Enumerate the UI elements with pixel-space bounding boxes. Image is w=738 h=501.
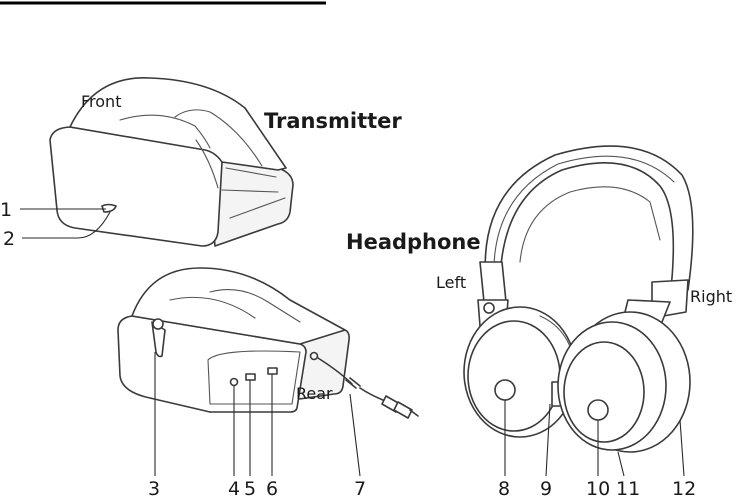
callout-5: 5 <box>244 478 256 500</box>
callout-3: 3 <box>148 478 160 500</box>
callout-6: 6 <box>266 478 278 500</box>
callout-12: 12 <box>672 478 696 500</box>
rear-label: Rear <box>296 384 333 403</box>
headphone-heading: Headphone <box>346 230 481 254</box>
callout-1: 1 <box>0 199 12 221</box>
transmitter-heading: Transmitter <box>264 109 402 133</box>
callout-11: 11 <box>616 478 640 500</box>
front-label: Front <box>81 92 121 111</box>
left-label: Left <box>436 273 466 292</box>
callout-9: 9 <box>540 478 552 500</box>
callout-8: 8 <box>498 478 510 500</box>
callout-10: 10 <box>586 478 610 500</box>
right-label: Right <box>690 287 732 306</box>
headphone-illustration <box>464 146 693 452</box>
callout-7: 7 <box>354 478 366 500</box>
callout-2: 2 <box>3 228 15 250</box>
callout-4: 4 <box>228 478 240 500</box>
